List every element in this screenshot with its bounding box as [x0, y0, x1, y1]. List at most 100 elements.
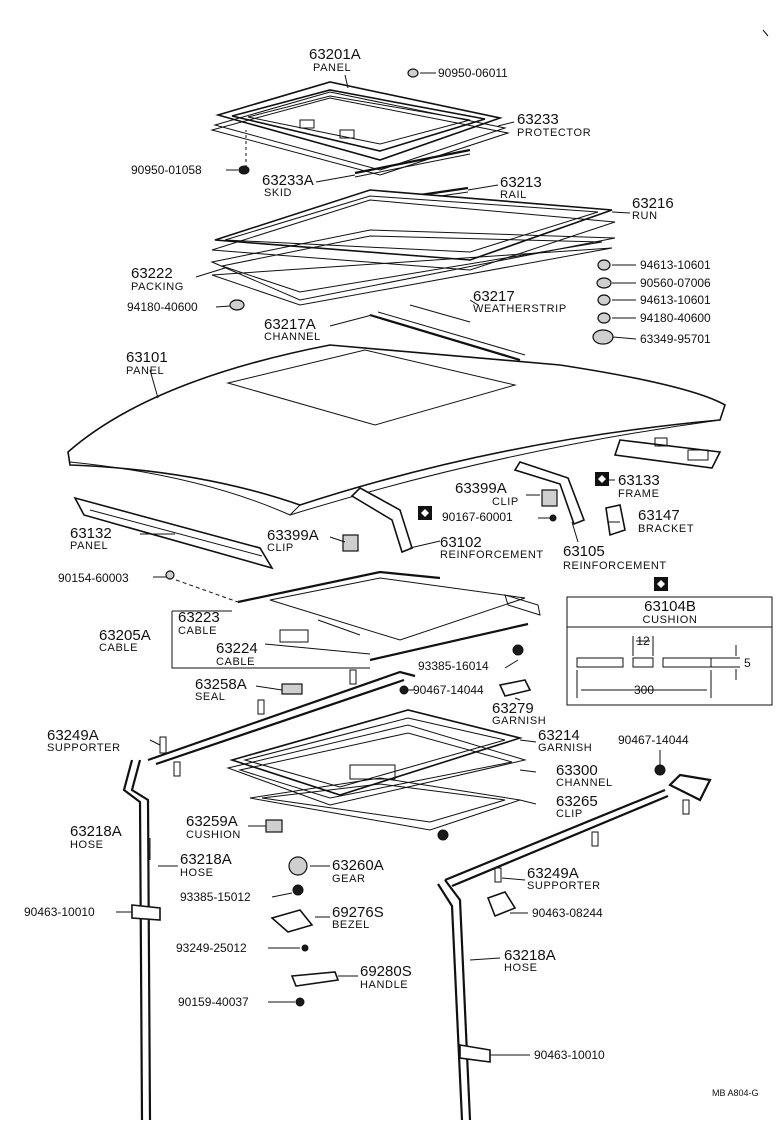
clamp-icon: [486, 891, 517, 918]
svg-text:CABLE: CABLE: [178, 625, 217, 637]
svg-text:63201A: 63201A: [309, 46, 361, 63]
nut-icon: [229, 299, 245, 311]
svg-text:CHANNEL: CHANNEL: [264, 331, 321, 343]
bezel-icon: [270, 909, 314, 933]
hose-clamp-icon: [459, 1044, 491, 1063]
screw-icon: [292, 884, 304, 896]
svg-text:63249A: 63249A: [527, 865, 579, 882]
gear-icon: [288, 856, 308, 876]
svg-text:90159-40037: 90159-40037: [178, 995, 249, 1009]
svg-text:BEZEL: BEZEL: [332, 919, 370, 931]
callout-r5: 63349-95701: [640, 332, 711, 346]
callout-bolt-93385: 93385-16014: [418, 659, 489, 673]
bolt-icon: [512, 644, 524, 656]
svg-text:90167-60001: 90167-60001: [442, 510, 513, 524]
detail-length: 300: [634, 683, 654, 697]
svg-text:63399A: 63399A: [267, 527, 319, 544]
callout-clip-r: 63399A CLIP: [455, 480, 518, 508]
svg-text:PANEL: PANEL: [70, 540, 108, 552]
svg-text:PANEL: PANEL: [313, 62, 351, 74]
svg-text:63265: 63265: [556, 793, 598, 810]
svg-text:93385-16014: 93385-16014: [418, 659, 489, 673]
svg-text:94613-10601: 94613-10601: [640, 293, 711, 307]
svg-text:63133: 63133: [618, 472, 660, 489]
svg-text:CHANNEL: CHANNEL: [556, 777, 613, 789]
callout-roof-panel: 63101 PANEL: [126, 349, 168, 377]
svg-text:63349-95701: 63349-95701: [640, 332, 711, 346]
svg-text:93249-25012: 93249-25012: [176, 941, 247, 955]
svg-text:FRAME: FRAME: [618, 488, 660, 500]
callout-channel-ws: 63217A CHANNEL: [264, 316, 321, 343]
svg-text:69280S: 69280S: [360, 963, 412, 980]
callout-reinf-l: 63102 REINFORCEMENT: [440, 534, 543, 561]
callout-clamp-08244: 90463-08244: [532, 906, 603, 920]
svg-text:63233: 63233: [517, 111, 559, 128]
callout-rail: 63213 RAIL: [500, 174, 542, 201]
svg-text:90950-01058: 90950-01058: [131, 163, 202, 177]
seal-icon: [281, 683, 303, 695]
leader-lines: [116, 72, 661, 1056]
svg-text:63101: 63101: [126, 349, 168, 366]
callout-clamp-r: 90467-14044: [618, 733, 689, 747]
callout-panel-top: 63201A PANEL: [309, 46, 361, 74]
svg-text:RUN: RUN: [632, 210, 658, 222]
svg-text:63233A: 63233A: [262, 172, 314, 189]
svg-text:WEATHERSTRIP: WEATHERSTRIP: [473, 303, 567, 315]
svg-text:63222: 63222: [131, 265, 173, 282]
svg-text:CLIP: CLIP: [556, 808, 583, 820]
svg-text:90463-08244: 90463-08244: [532, 906, 603, 920]
reference-diamonds: [418, 472, 668, 591]
nut-icon: [407, 68, 419, 78]
callout-supporter-l: 63249A SUPPORTER: [47, 727, 120, 754]
handle-icon: [290, 971, 340, 987]
svg-text:63218A: 63218A: [504, 947, 556, 964]
svg-text:63300: 63300: [556, 762, 598, 779]
callout-gear: 63260A GEAR: [332, 857, 384, 885]
fastener-stack: [592, 259, 614, 345]
clip-icon: [342, 534, 359, 552]
weatherstrip-channel: [369, 313, 521, 362]
garnish-icon: [498, 679, 532, 697]
svg-text:PANEL: PANEL: [126, 365, 164, 377]
callout-clip-l: 63399A CLIP: [267, 527, 319, 554]
callout-nut-mid-left: 94180-40600: [127, 300, 198, 314]
callout-screw-15012: 93385-15012: [180, 890, 251, 904]
callout-clamp-10010-r: 90463-10010: [534, 1048, 605, 1062]
reinforcement-right: [513, 461, 586, 526]
callout-nut-left: 90950-01058: [131, 163, 202, 177]
nut-icon: [238, 165, 250, 175]
svg-text:69276S: 69276S: [332, 904, 384, 921]
frame-rail: [613, 437, 722, 469]
supporter-icon: [173, 761, 181, 777]
screw-icon: [295, 997, 305, 1007]
callout-cushion-63259a: 63259A CUSHION: [186, 813, 240, 841]
svg-text:PROTECTOR: PROTECTOR: [517, 127, 591, 139]
svg-text:93385-15012: 93385-15012: [180, 890, 251, 904]
clip-icon: [541, 489, 558, 507]
callout-screw-25012: 93249-25012: [176, 941, 247, 955]
svg-text:63216: 63216: [632, 195, 674, 212]
svg-text:63279: 63279: [492, 700, 534, 717]
part-drawings: [67, 68, 726, 1121]
detail-width: 12: [636, 634, 650, 648]
svg-text:SEAL: SEAL: [195, 691, 226, 703]
svg-text:BRACKET: BRACKET: [638, 523, 694, 535]
callout-protector: 63233 PROTECTOR: [517, 111, 591, 139]
callout-packing: 63222 PACKING: [131, 265, 183, 293]
cable-assembly: [165, 570, 541, 662]
detail-thickness: 5: [744, 656, 751, 670]
svg-text:63218A: 63218A: [70, 823, 122, 840]
callout-labels: 63201A PANEL 90950-06011 63233 PROTECTOR…: [24, 46, 711, 1062]
callout-screw-90154: 90154-60003: [58, 571, 129, 585]
svg-text:63214: 63214: [538, 727, 580, 744]
svg-text:REINFORCEMENT: REINFORCEMENT: [563, 560, 667, 572]
callout-skid: 63233A SKID: [262, 172, 314, 199]
svg-text:HANDLE: HANDLE: [360, 979, 408, 991]
svg-text:HOSE: HOSE: [180, 867, 214, 879]
front-panel: [73, 496, 274, 570]
svg-text:90467-14044: 90467-14044: [618, 733, 689, 747]
svg-text:CLIP: CLIP: [267, 542, 294, 554]
cushion-detail-inset: 63104B CUSHION 12 5 300: [566, 596, 773, 706]
callout-clamp-10010-l: 90463-10010: [24, 905, 95, 919]
